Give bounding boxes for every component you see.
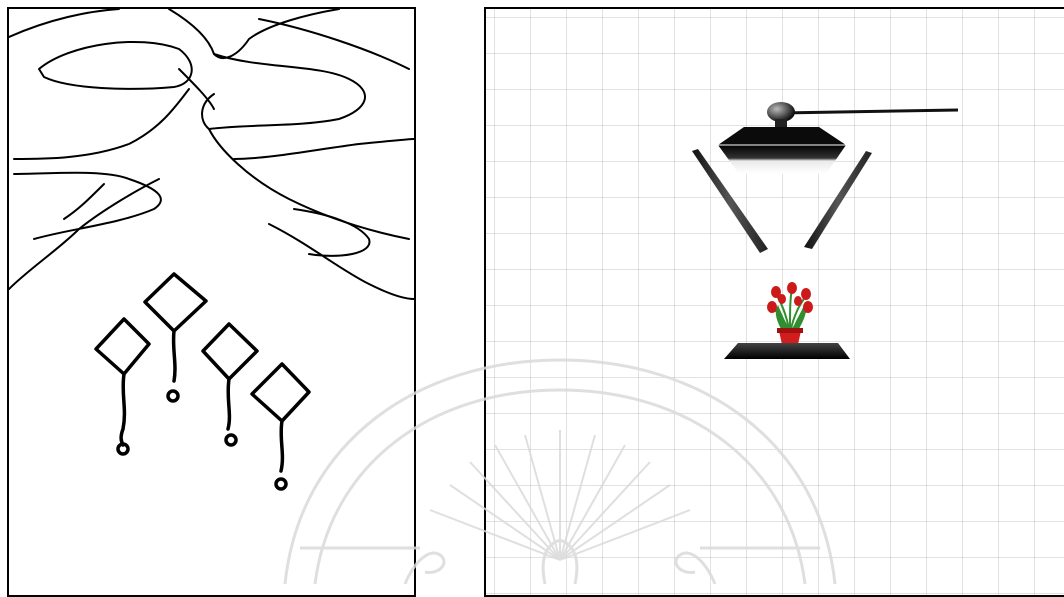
drape-curve bbox=[9, 179, 159, 289]
sketch-drawing bbox=[9, 9, 416, 597]
stand-platform-icon bbox=[724, 343, 850, 359]
drape-curve bbox=[209, 129, 409, 239]
pendant bbox=[203, 324, 257, 445]
drape-curve bbox=[64, 184, 104, 219]
lamp-head-icon bbox=[718, 102, 958, 174]
drape-curve bbox=[179, 69, 214, 109]
drape-curve bbox=[259, 19, 409, 69]
flower-pot-icon bbox=[767, 282, 813, 349]
drape-curve bbox=[14, 173, 161, 239]
setup-panel bbox=[484, 7, 1064, 597]
drape-curve bbox=[234, 139, 414, 159]
drape-curve bbox=[9, 9, 119, 37]
sketch-panel bbox=[7, 7, 416, 597]
setup-drawing bbox=[486, 9, 1064, 597]
pendant bbox=[96, 319, 149, 454]
drape-curve bbox=[294, 209, 369, 256]
drape-curve bbox=[39, 42, 192, 89]
pendant bbox=[252, 364, 309, 489]
pendant bbox=[145, 274, 206, 401]
drape-curve bbox=[202, 54, 365, 129]
drape-curve bbox=[14, 89, 189, 159]
